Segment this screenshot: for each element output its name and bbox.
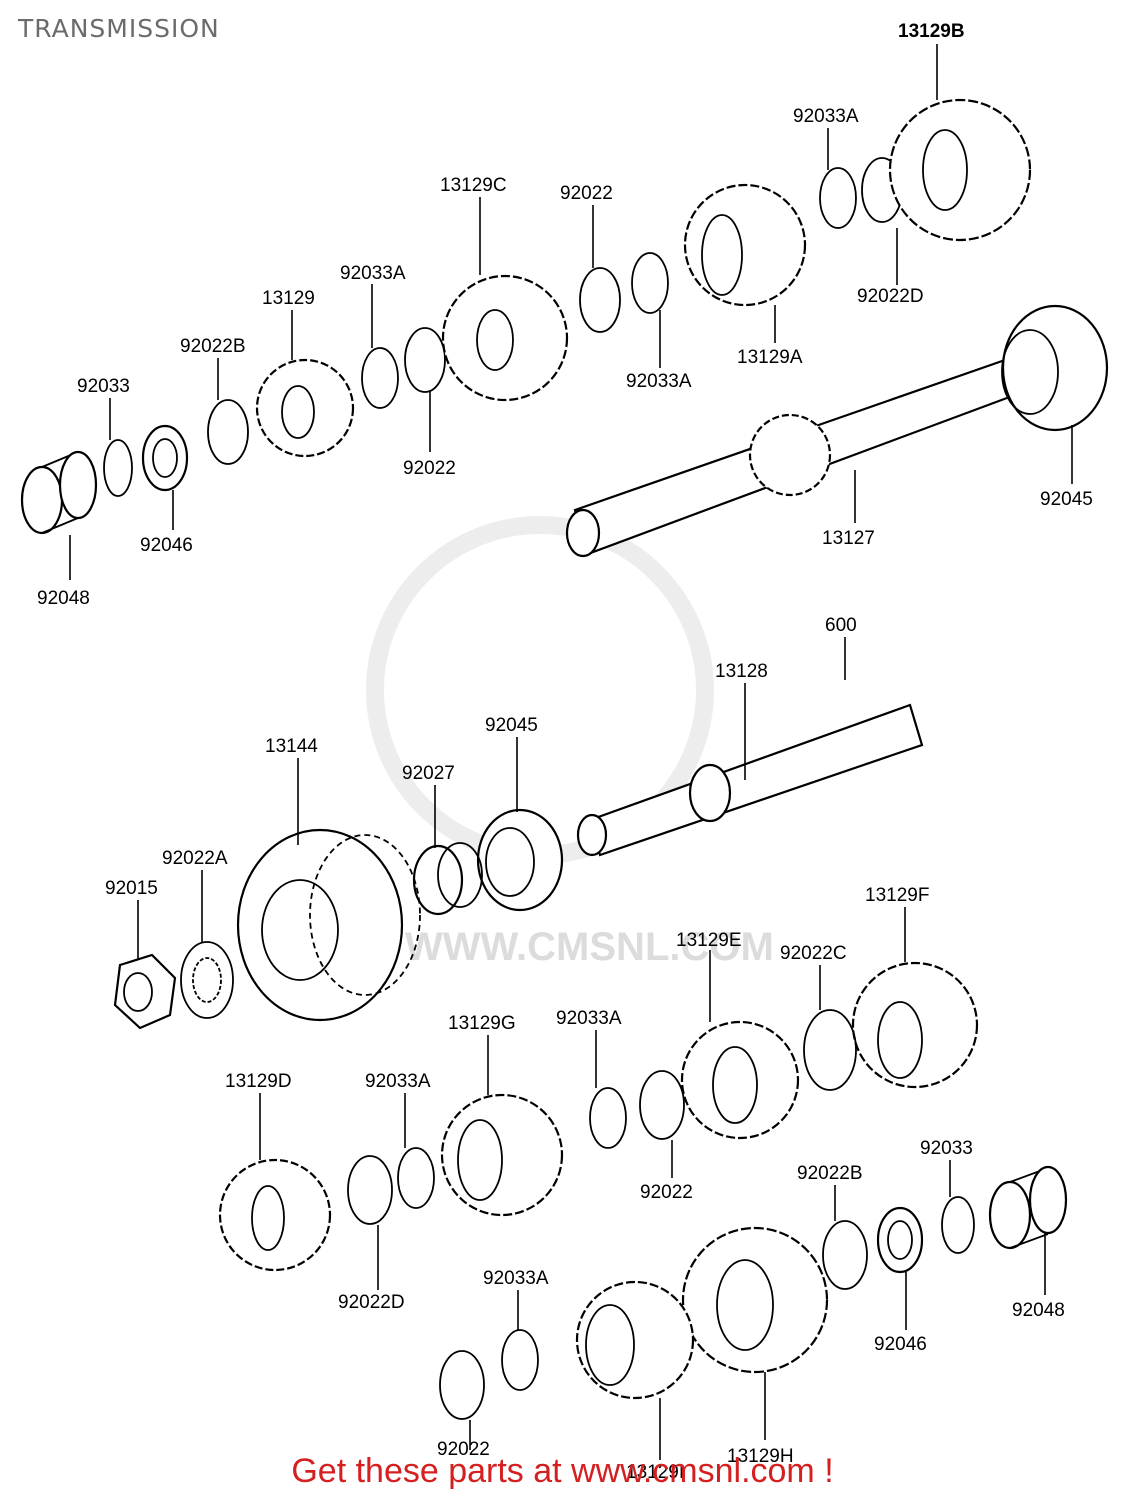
callout-label: 92033A <box>365 1071 431 1092</box>
leader-lines <box>69 44 1073 1460</box>
callout-label: 92033A <box>483 1268 549 1289</box>
callout-label: 92033A <box>340 263 406 284</box>
callout-label: 13129D <box>225 1071 292 1092</box>
callout-label: 92033A <box>793 106 859 127</box>
callout-label: 13129F <box>865 885 929 906</box>
callout-label: 92022 <box>640 1182 693 1203</box>
callout-label: 92046 <box>140 535 193 556</box>
callout-label: 92048 <box>37 588 90 609</box>
callout-label: 13129A <box>737 347 803 368</box>
footer-link-text[interactable]: Get these parts at www.cmsnl.com ! <box>291 1452 834 1490</box>
callout-label: 92045 <box>1040 489 1093 510</box>
callout-label: 92022A <box>162 848 228 869</box>
callout-label: 92022D <box>857 286 924 307</box>
callout-label: 13129 <box>262 288 315 309</box>
callout-label: 13127 <box>822 528 875 549</box>
page-title: TRANSMISSION <box>18 14 220 43</box>
callout-label: 13129G <box>448 1013 516 1034</box>
callout-label: 92033 <box>77 376 130 397</box>
callout-label: 92022D <box>338 1292 405 1313</box>
lower-shaft-parts <box>113 703 1068 1420</box>
callout-label: 13129B <box>898 21 965 42</box>
callout-label: 92033A <box>556 1008 622 1029</box>
callout-label: 92045 <box>485 715 538 736</box>
callout-label: 92027 <box>402 763 455 784</box>
callout-label: 92022B <box>180 336 246 357</box>
watermark-text: WWW.CMSNL.COM <box>405 925 774 969</box>
callout-label: 92048 <box>1012 1300 1065 1321</box>
callout-label: 13129C <box>440 175 507 196</box>
callout-label: 13129E <box>676 930 742 951</box>
callout-label: 13128 <box>715 661 768 682</box>
part-callouts: 13129B 92033A 13129C 92022 92022D 13129 … <box>37 21 1093 1483</box>
callout-label: 13129H <box>727 1446 794 1467</box>
callout-label: 92022 <box>437 1439 490 1460</box>
callout-label: 92022C <box>780 943 847 964</box>
upper-shaft-parts <box>20 98 1109 558</box>
callout-label: 92033A <box>626 371 692 392</box>
callout-label: 92033 <box>920 1138 973 1159</box>
collar-part <box>20 465 64 535</box>
callout-label: 600 <box>825 615 857 636</box>
callout-label: 92015 <box>105 878 158 899</box>
callout-label: 92022B <box>797 1163 863 1184</box>
callout-label: 13129I <box>626 1462 684 1483</box>
callout-label: 13144 <box>265 736 318 757</box>
callout-label: 92022 <box>560 183 613 204</box>
callout-label: 92046 <box>874 1334 927 1355</box>
callout-label: 92022 <box>403 458 456 479</box>
